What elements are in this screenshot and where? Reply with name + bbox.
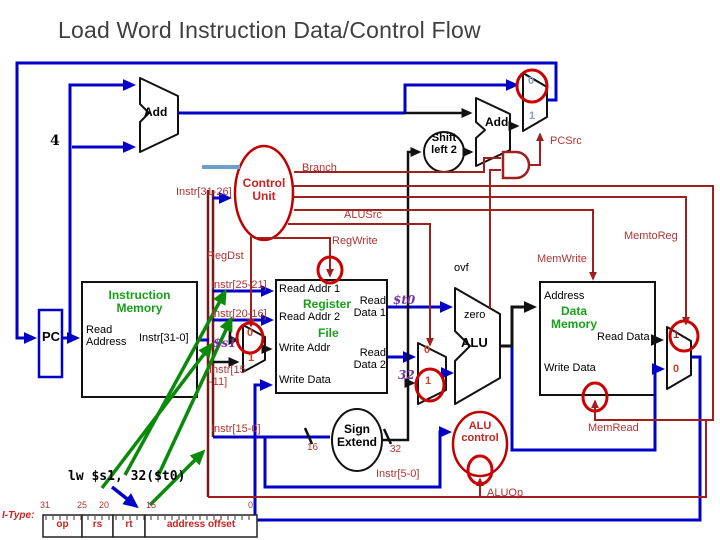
rf-read-data-1-port: Read Data 1 xyxy=(353,295,386,319)
slide-title: Load Word Instruction Data/Control Flow xyxy=(58,17,481,43)
aluop-signal-label: ALUOp xyxy=(487,487,524,499)
sign-extend-label: Sign Extend xyxy=(336,422,377,449)
regdst-mux-input-1: 1 xyxy=(248,352,255,364)
field-rs: rs xyxy=(92,519,103,530)
bit-position-0: 0 xyxy=(248,500,254,510)
register-file-title-top: Register xyxy=(303,297,352,311)
instr-opcode-field-label: Instr[31-26] xyxy=(176,186,232,198)
rf-read-addr-1-port: Read Addr 1 xyxy=(279,283,341,295)
alu-label: ALU xyxy=(461,335,488,350)
rf-read-addr-2-port: Read Addr 2 xyxy=(279,311,341,323)
instr-immediate-field-label: Instr[15-0] xyxy=(211,423,261,435)
dm-read-data-port: Read Data xyxy=(597,331,650,343)
im-read-address-port: Read Address xyxy=(86,324,127,348)
sign-extend-in-width: 16 xyxy=(307,442,319,453)
data-memory-box xyxy=(539,281,656,396)
instr-funct-field-label: Instr[5-0] xyxy=(376,468,420,480)
register-file-box xyxy=(275,279,388,394)
memtoreg-mux-input-0: 0 xyxy=(673,363,680,375)
alusrc-signal-label: ALUSrc xyxy=(344,209,382,221)
pcsrc-mux-input-1: 1 xyxy=(529,110,536,122)
bit-position-20: 20 xyxy=(99,500,110,510)
regdst-mux xyxy=(242,324,266,373)
alusrc-mux-input-0: 0 xyxy=(424,344,431,356)
bit-position-31: 31 xyxy=(40,500,51,510)
control-unit-label: Control Unit xyxy=(242,176,286,203)
branch-adder-label: Add xyxy=(485,115,509,129)
register-file-title-bottom: File xyxy=(318,326,339,340)
bit-position-25: 25 xyxy=(77,500,88,510)
field-address-offset: address offset xyxy=(166,519,236,530)
dest-register-value: $s1 xyxy=(213,336,237,350)
pcsrc-signal-label: PCSrc xyxy=(550,135,582,147)
control-unit-oval xyxy=(233,144,295,242)
dm-write-data-port: Write Data xyxy=(544,362,596,374)
base-register-value: $t0 xyxy=(393,293,416,307)
pc-adder-label: Add xyxy=(144,105,168,119)
inactive-data-wires xyxy=(213,108,664,445)
pc-adder-shape xyxy=(139,77,179,153)
shift-left-2-label: Shift left 2 xyxy=(431,132,457,156)
instr-rd-field-label: Instr[15 -11] xyxy=(209,364,246,388)
control-wires xyxy=(208,132,714,498)
alusrc-mux xyxy=(417,342,447,405)
alu-zero-label: zero xyxy=(464,309,486,321)
alusrc-mux-input-1: 1 xyxy=(425,375,432,387)
regdst-signal-label: RegDst xyxy=(207,250,244,262)
rf-write-data-port: Write Data xyxy=(279,374,331,386)
instruction-format-ruler xyxy=(42,514,258,538)
offset-value: 32 xyxy=(398,368,415,382)
alu-control-label: ALU control xyxy=(461,420,499,444)
field-op: op xyxy=(56,519,69,530)
alu-control-oval xyxy=(451,410,509,478)
increment-constant: 4 xyxy=(50,133,60,149)
pc-box xyxy=(37,308,64,379)
pcsrc-mux-input-0: 0 xyxy=(528,75,535,87)
instr-rt-field-label: Instr[20-16] xyxy=(211,308,267,320)
rf-write-addr-port: Write Addr xyxy=(279,342,331,354)
data-memory-title: Data Memory xyxy=(550,304,597,331)
regdst-mux-input-0: 0 xyxy=(247,327,254,339)
format-type-label: I-Type: xyxy=(2,510,35,521)
and-gate xyxy=(501,150,531,180)
ruler-ticks xyxy=(45,516,250,520)
branch-adder-shape xyxy=(475,97,511,167)
im-output-port: Instr[31-0] xyxy=(139,332,189,344)
sign-extend-out-width: 32 xyxy=(390,444,402,455)
branch-signal-label: Branch xyxy=(302,162,337,174)
memtoreg-mux-input-1: 1 xyxy=(673,329,680,341)
field-rt: rt xyxy=(125,519,133,530)
alu-overflow-label: ovf xyxy=(454,262,469,274)
memwrite-signal-label: MemWrite xyxy=(537,253,587,265)
memread-signal-label: MemRead xyxy=(588,422,639,434)
instruction-memory-title: Instruction Memory xyxy=(108,288,171,315)
dm-address-port: Address xyxy=(544,290,585,302)
bit-position-15: 15 xyxy=(146,500,157,510)
example-assembly: lw $s1, 32($t0) xyxy=(68,469,186,484)
rf-read-data-2-port: Read Data 2 xyxy=(353,347,386,371)
field-flow-arrows xyxy=(100,288,233,507)
pc-label: PC xyxy=(42,329,61,344)
alu-shape xyxy=(454,287,501,405)
instr-rs-field-label: Instr[25-21] xyxy=(211,279,267,291)
active-data-wires xyxy=(15,61,702,522)
regwrite-signal-label: RegWrite xyxy=(332,235,378,247)
memtoreg-signal-label: MemtoReg xyxy=(624,230,678,242)
highlight-circles xyxy=(235,68,700,486)
